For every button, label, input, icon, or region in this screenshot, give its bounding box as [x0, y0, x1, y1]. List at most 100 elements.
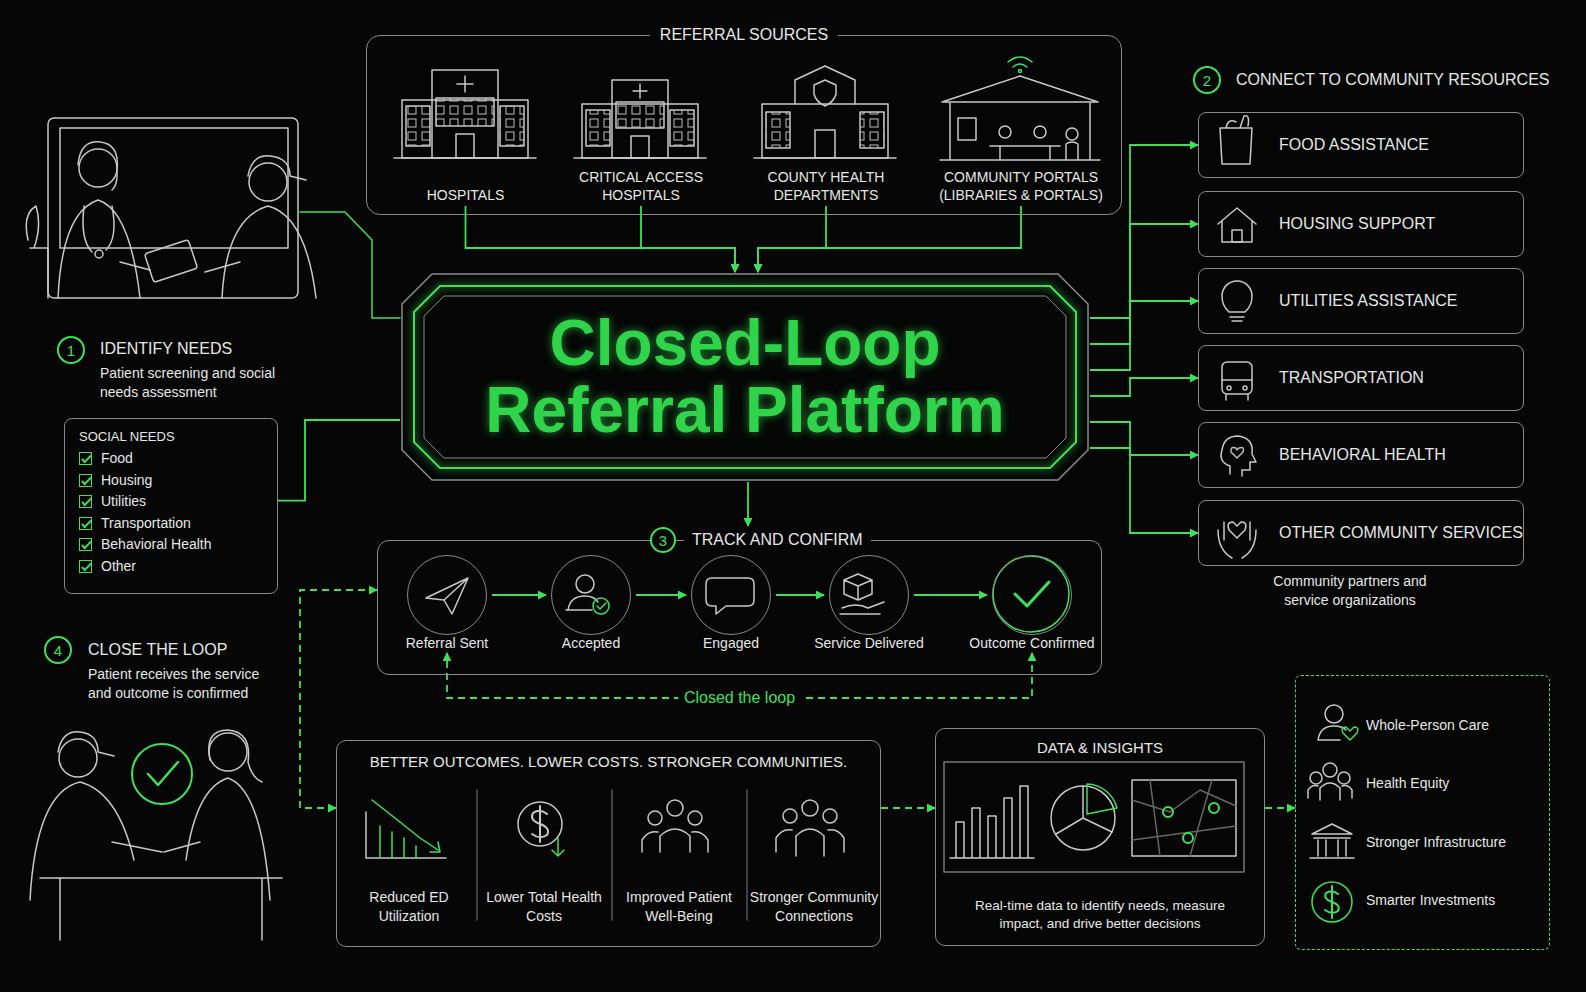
food-icon: [1220, 116, 1252, 164]
connector: [1090, 224, 1198, 344]
close-loop-scene: [30, 782, 134, 900]
community-portal-icon: [990, 146, 1060, 160]
close-loop-scene: [209, 730, 262, 782]
benefit-icons: [1325, 705, 1343, 723]
outcome-icons: [366, 812, 446, 858]
critical-access-hospital-icon: [574, 157, 706, 159]
label: COUNTY HEALTH DEPARTMENTS: [751, 168, 901, 204]
outcome-icons: [783, 809, 797, 823]
close-loop-scene: [164, 842, 200, 852]
community-portal-icon: [999, 126, 1011, 138]
hospital-icon: [500, 106, 524, 146]
screening-scene: [120, 262, 150, 270]
status-step: Outcome Confirmed: [987, 553, 1077, 653]
checklist-box: SOCIAL NEEDSFoodHousingUtilitiesTranspor…: [64, 418, 278, 594]
connector: [758, 206, 826, 272]
benefit-icons: [1310, 824, 1354, 858]
screening-scene: [249, 163, 287, 201]
step-circle: [829, 555, 909, 635]
connector: [1090, 145, 1198, 318]
screening-scene: [95, 250, 103, 258]
close-loop-scene: [112, 842, 162, 852]
resource-box: HOUSING SUPPORT: [1198, 191, 1524, 257]
screening-scene: [222, 206, 316, 298]
data-charts: [1163, 803, 1219, 843]
critical-access-hospital-icon: [633, 84, 647, 98]
label: Improved Patient Well-Being: [614, 888, 744, 926]
food-icon: [1220, 116, 1252, 164]
label: Smarter Investments: [1366, 892, 1541, 908]
callout-number: 1: [57, 336, 85, 364]
screening-scene: [26, 118, 316, 298]
benefit-icons: [1310, 772, 1322, 784]
hospital-icon: [456, 134, 474, 158]
label: Health Equity: [1366, 775, 1541, 791]
screening-wire: [300, 212, 400, 318]
housing-icon: [1232, 230, 1242, 242]
benefit-icons: [1342, 727, 1358, 740]
step-icons: [1015, 582, 1049, 606]
label: Lower Total Health Costs: [479, 888, 609, 926]
community-portal-icon: [1066, 128, 1078, 140]
critical-access-hospital-icon: [586, 110, 610, 146]
community-portal-icon: [1034, 126, 1046, 138]
close-loop-scene: [58, 732, 114, 756]
health-department-icon: [754, 66, 896, 158]
health-department-icon: [766, 112, 790, 148]
community-portal-icon: [1019, 70, 1022, 73]
connector: [300, 590, 377, 808]
label: Engaged: [651, 635, 811, 651]
connector: [776, 594, 824, 596]
heading: DATA & INSIGHTS: [936, 739, 1264, 756]
step-text: CONNECT TO COMMUNITY RESOURCES: [1236, 71, 1566, 89]
critical-access-hospital-icon: [631, 136, 649, 158]
connector: [758, 206, 1021, 272]
callout-number: 4: [44, 636, 72, 664]
connector: [1265, 807, 1295, 809]
community-portal-icon: [1008, 57, 1032, 73]
label: Transportation: [79, 513, 263, 535]
data-charts: [1163, 807, 1173, 817]
resource-box: UTILITIES ASSISTANCE: [1198, 268, 1524, 334]
data-charts: [1209, 803, 1219, 813]
benefit-icons: [1338, 772, 1350, 784]
label: HOUSING SUPPORT: [1279, 215, 1435, 233]
status-step: Referral Sent: [402, 553, 492, 653]
label: Stronger Community Connections: [749, 888, 879, 926]
edge-label: Closed the loop: [678, 689, 801, 707]
label: Housing: [79, 470, 263, 492]
resource-box: OTHER COMMUNITY SERVICES: [1198, 500, 1524, 566]
data-charts: [1132, 780, 1236, 856]
outcome-item: Reduced ED Utilization: [344, 786, 474, 926]
connector: [914, 594, 987, 596]
step-text: Community partners and service organizat…: [1270, 572, 1430, 610]
label: BETTER OUTCOMES. LOWER COSTS. STRONGER C…: [337, 753, 880, 770]
benefits-box: Whole-Person CareHealth EquityStronger I…: [1295, 675, 1550, 950]
outcome-icons: [642, 829, 708, 852]
label: CRITICAL ACCESS HOSPITALS: [566, 168, 716, 204]
benefit-icons: [1308, 783, 1352, 800]
label: Reduced ED Utilization: [344, 888, 474, 926]
utilities-icon: [1222, 281, 1252, 321]
screening-scene: [83, 206, 114, 252]
close-loop-scene: [186, 778, 270, 900]
step-circle: [551, 555, 631, 635]
label: Whole-Person Care: [1366, 717, 1541, 733]
hospital-icon: [394, 70, 536, 158]
health-department-icon: [814, 80, 836, 106]
step-text: Patient screening and social needs asses…: [100, 364, 285, 402]
hospital-icon: [457, 76, 473, 92]
connector: [1090, 378, 1198, 396]
heading: SOCIAL NEEDS: [79, 429, 263, 444]
data-charts: [950, 786, 1034, 858]
step-circle: [691, 555, 771, 635]
label: Closed-Loop Referral Platform: [400, 272, 1090, 482]
behavioral-icon: [1221, 436, 1256, 476]
transport-icon: [1222, 380, 1252, 400]
community-portal-icon: [1008, 57, 1032, 67]
step-icons: [576, 575, 594, 593]
health-department-icon: [815, 130, 835, 158]
connector: [1090, 448, 1198, 533]
label: Outcome Confirmed: [952, 635, 1112, 651]
screening-scene: [60, 128, 288, 248]
